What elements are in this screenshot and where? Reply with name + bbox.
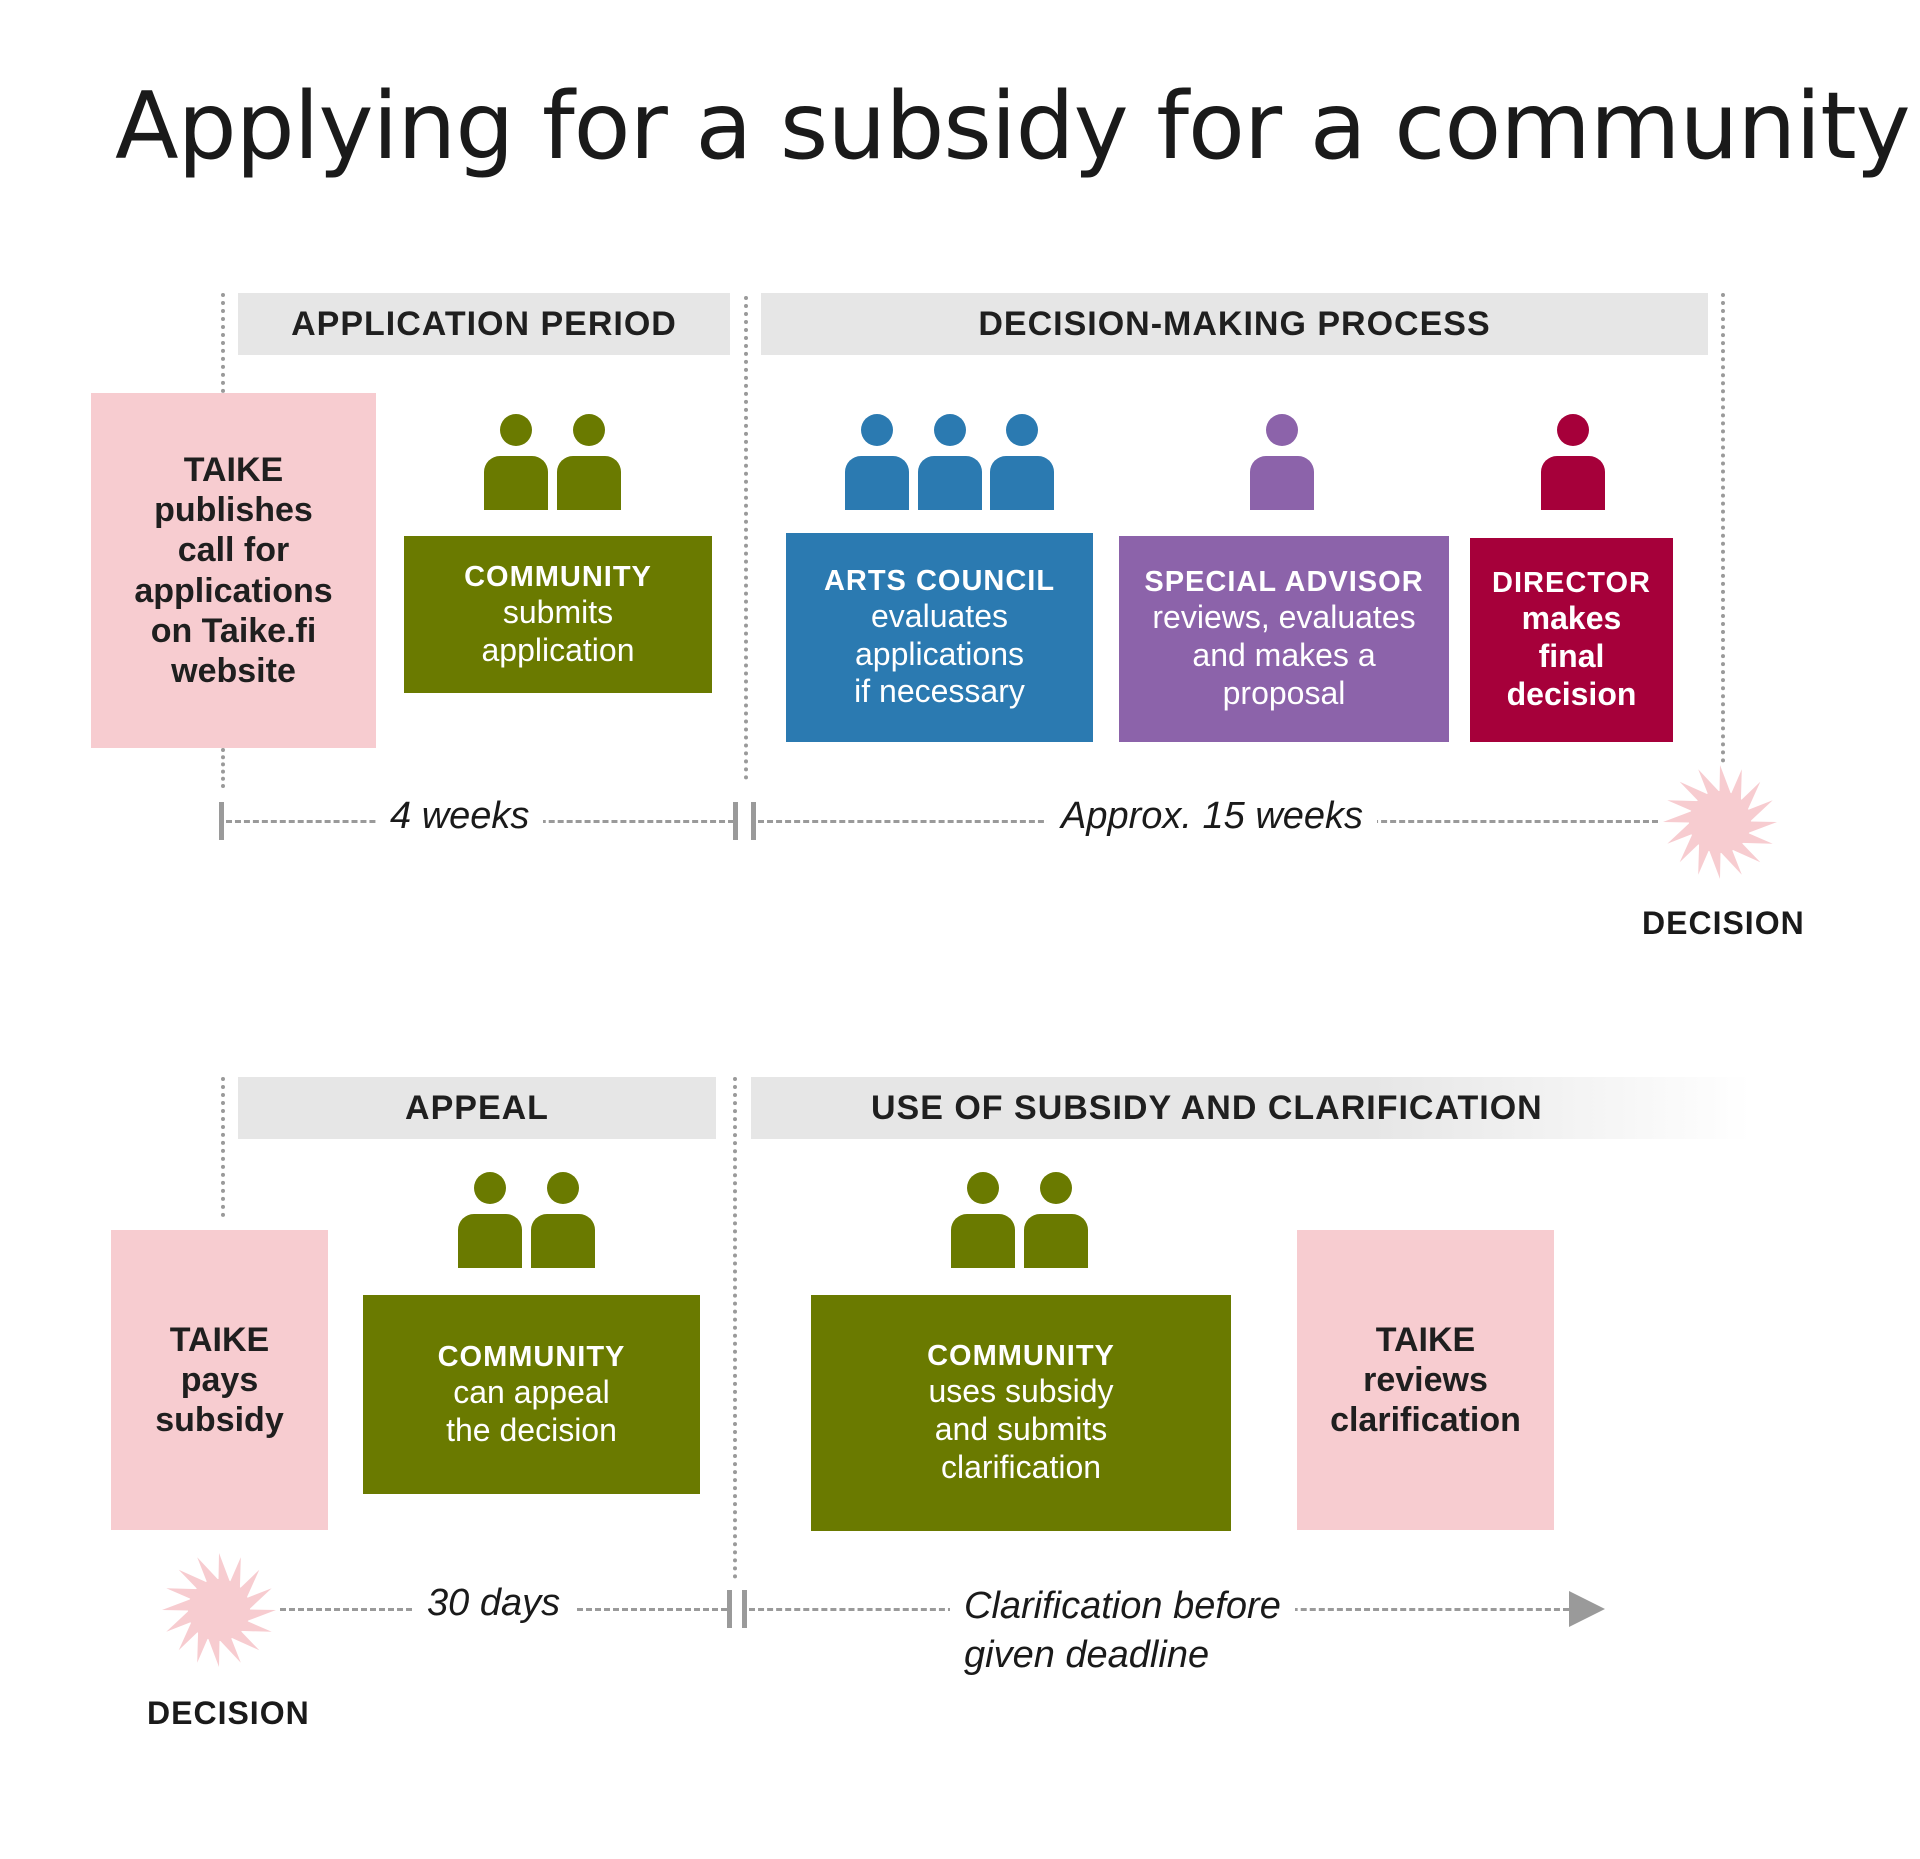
box-line: TAIKE <box>183 451 284 490</box>
box-heading: COMMUNITY <box>927 1340 1115 1373</box>
divider-middle <box>733 1077 737 1579</box>
people-pair-icon <box>458 1172 595 1268</box>
band-label: DECISION-MAKING PROCESS <box>978 304 1491 343</box>
taike-publishes-box: TAIKE publishes call for applications on… <box>91 393 376 748</box>
timeline-tick <box>727 1590 732 1628</box>
box-line: applications <box>134 571 333 610</box>
community-use-box: COMMUNITY uses subsidy and submits clari… <box>811 1295 1231 1531</box>
box-line: clarification <box>940 1448 1102 1485</box>
people-pair-icon <box>951 1172 1088 1268</box>
taike-pays-box: TAIKE pays subsidy <box>111 1230 328 1530</box>
box-line: applications <box>855 635 1024 672</box>
person-icon <box>1541 414 1605 510</box>
duration-line: Clarification before <box>964 1585 1281 1627</box>
decision-label: DECISION <box>147 1695 310 1731</box>
box-line: pays <box>180 1360 259 1399</box>
divider-start-lower <box>221 748 225 788</box>
box-line: and makes a <box>1192 637 1376 674</box>
duration-label-multiline: Clarification before given deadline <box>950 1582 1295 1680</box>
divider-middle <box>744 296 748 780</box>
people-trio-icon <box>845 414 1054 510</box>
box-line: uses subsidy <box>928 1373 1114 1410</box>
sun-burst-core <box>188 1579 250 1641</box>
director-box: DIRECTOR makes final decision <box>1470 538 1673 742</box>
person-icon <box>1250 414 1314 510</box>
box-line: website <box>171 651 296 690</box>
arrow-right-icon <box>1569 1591 1605 1627</box>
box-line: and submits <box>934 1411 1108 1448</box>
duration-label: Approx. 15 weeks <box>1047 795 1378 838</box>
community-appeal-box: COMMUNITY can appeal the decision <box>363 1295 700 1494</box>
box-line: TAIKE <box>1375 1320 1476 1359</box>
divider-end <box>1721 293 1725 763</box>
box-line: application <box>481 631 635 668</box>
box-line: final <box>1538 638 1605 675</box>
special-advisor-box: SPECIAL ADVISOR reviews, evaluates and m… <box>1119 536 1449 742</box>
box-line: on Taike.fi <box>150 611 317 650</box>
box-heading: COMMUNITY <box>437 1340 626 1373</box>
use-of-subsidy-band: USE OF SUBSIDY AND CLARIFICATION <box>751 1077 1751 1139</box>
taike-reviews-box: TAIKE reviews clarification <box>1297 1230 1554 1530</box>
box-line: the decision <box>446 1411 617 1448</box>
box-line: can appeal <box>453 1373 610 1410</box>
decision-making-band: DECISION-MAKING PROCESS <box>761 293 1708 355</box>
community-submits-box: COMMUNITY submits application <box>404 536 712 693</box>
box-line: reviews, evaluates <box>1152 599 1416 636</box>
box-line: call for <box>177 531 290 570</box>
box-line: proposal <box>1222 674 1346 711</box>
box-line: submits <box>502 593 614 630</box>
box-line: clarification <box>1330 1401 1521 1440</box>
divider-start <box>221 293 225 393</box>
band-label: USE OF SUBSIDY AND CLARIFICATION <box>871 1088 1543 1127</box>
band-label: APPLICATION PERIOD <box>291 304 677 343</box>
timeline-tick <box>742 1590 747 1628</box>
box-heading: DIRECTOR <box>1492 567 1651 600</box>
duration-label: 4 weeks <box>376 795 544 838</box>
decision-label: DECISION <box>1642 905 1805 941</box>
duration-line: given deadline <box>964 1633 1210 1676</box>
arts-council-box: ARTS COUNCIL evaluates applications if n… <box>786 533 1093 742</box>
sun-burst-icon <box>1663 765 1777 879</box>
box-line: makes <box>1521 600 1622 637</box>
box-line: decision <box>1506 675 1637 712</box>
box-heading: SPECIAL ADVISOR <box>1144 566 1424 599</box>
box-line: publishes <box>154 491 313 530</box>
box-heading: COMMUNITY <box>464 560 652 593</box>
application-period-band: APPLICATION PERIOD <box>238 293 730 355</box>
band-label: APPEAL <box>405 1088 549 1127</box>
timeline-tick <box>219 802 224 840</box>
divider-start <box>221 1077 225 1217</box>
box-line: TAIKE <box>169 1320 270 1359</box>
box-line: evaluates <box>871 597 1008 634</box>
sun-burst-icon <box>162 1553 276 1667</box>
page-title: Applying for a subsidy for a community <box>115 72 1911 180</box>
appeal-band: APPEAL <box>238 1077 716 1139</box>
duration-label: 30 days <box>413 1582 575 1625</box>
box-heading: ARTS COUNCIL <box>823 564 1056 597</box>
timeline-tick <box>751 802 756 840</box>
box-line: reviews <box>1363 1360 1488 1399</box>
box-line: subsidy <box>155 1401 284 1440</box>
timeline-tick <box>733 802 738 840</box>
people-pair-icon <box>484 414 621 510</box>
sun-burst-core <box>1689 791 1751 853</box>
box-line: if necessary <box>854 673 1025 710</box>
